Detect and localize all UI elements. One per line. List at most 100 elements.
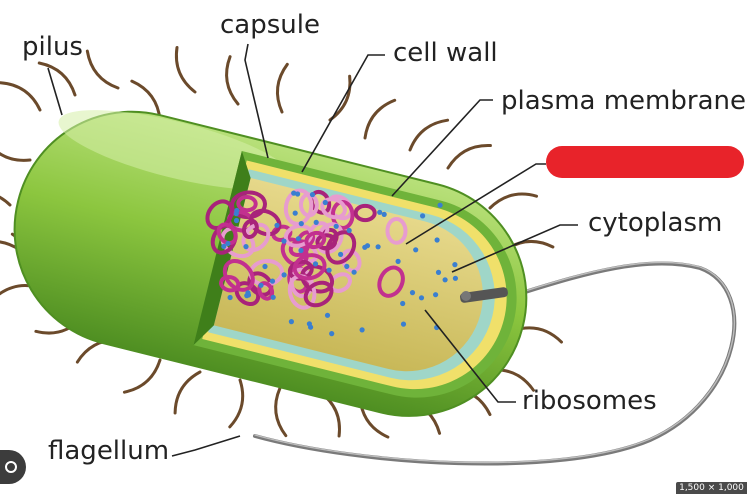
dna-loop <box>283 223 314 248</box>
ribosome <box>292 210 298 216</box>
label-cytoplasm: cytoplasm <box>588 208 723 238</box>
ribosome <box>281 272 287 278</box>
ribosome <box>409 290 416 296</box>
dna-loop <box>325 230 357 265</box>
ribosome <box>274 222 280 228</box>
ribosome <box>312 261 319 267</box>
pilus <box>85 49 120 90</box>
pilus <box>363 98 397 140</box>
dna-loop <box>205 199 234 230</box>
ribosome <box>326 267 332 273</box>
ribosome <box>346 227 352 234</box>
dna-loop <box>249 208 282 237</box>
pilus <box>328 74 352 122</box>
pilus <box>228 378 245 429</box>
pilus <box>274 386 288 438</box>
ribosome <box>400 300 406 307</box>
ribosome <box>442 277 448 283</box>
dna-loop <box>377 265 405 298</box>
ribosome <box>413 247 419 253</box>
ribosome <box>434 237 440 243</box>
dna-loop <box>304 230 327 250</box>
ribosome <box>221 243 227 249</box>
ribosome <box>375 244 381 250</box>
pilus <box>174 46 197 94</box>
ribosome <box>344 263 350 269</box>
ribosome <box>288 319 294 325</box>
ribosome <box>291 190 297 196</box>
ribosome <box>243 244 249 250</box>
ribosome <box>452 275 458 281</box>
ribosome <box>377 209 383 215</box>
ribosome <box>433 292 439 298</box>
ribosome <box>418 295 425 301</box>
ribosome <box>359 327 365 333</box>
dna-loop <box>216 222 238 246</box>
pilus <box>0 151 32 162</box>
pilus <box>122 358 162 394</box>
pilus <box>225 55 240 106</box>
ribosome <box>309 192 316 198</box>
ribosome <box>234 207 240 214</box>
ribosome <box>435 269 442 275</box>
ribosome <box>225 240 231 247</box>
dna-loop <box>320 197 347 220</box>
ribosome <box>298 221 304 227</box>
dna-loop <box>303 280 334 308</box>
ribosome <box>281 238 287 244</box>
dna-loop <box>241 218 259 240</box>
flagellum-hook <box>460 287 508 303</box>
pilus <box>488 192 539 210</box>
ribosome <box>324 312 331 318</box>
pilus <box>173 370 202 415</box>
ribosome <box>233 217 240 224</box>
ribosome <box>420 213 426 219</box>
ribosome <box>270 294 276 300</box>
pilus <box>0 195 12 207</box>
dna-loop <box>385 217 408 245</box>
dna-loop <box>222 258 255 292</box>
google-lens-button[interactable] <box>0 450 26 484</box>
ribosome <box>364 243 371 249</box>
ribosome <box>269 278 276 284</box>
ribosome <box>395 258 401 264</box>
label-pilus: pilus <box>22 32 83 62</box>
dna-loop <box>353 203 377 223</box>
leader-lines <box>47 43 578 457</box>
ribosome <box>322 199 328 206</box>
ribosome <box>351 269 357 275</box>
ribosome <box>452 262 458 268</box>
lens-icon <box>5 461 17 473</box>
label-ribosomes: ribosomes <box>522 386 657 416</box>
ribosome <box>298 247 304 254</box>
image-size-badge: 1,500 × 1,000 <box>676 482 747 494</box>
ribosome <box>258 282 264 288</box>
ribosome <box>262 263 268 270</box>
pilus <box>37 61 77 97</box>
ribosome <box>338 251 344 257</box>
ribosome <box>295 191 301 197</box>
ribosome <box>245 290 251 296</box>
ribosome <box>306 321 312 327</box>
label-flagellum: flagellum <box>48 436 170 466</box>
ribosome <box>333 223 339 229</box>
pilus <box>446 144 492 170</box>
ribosome <box>400 321 407 327</box>
redaction-mark <box>546 146 744 178</box>
ribosome <box>313 219 319 225</box>
pilus <box>275 62 289 114</box>
ribosome <box>381 211 387 217</box>
label-plasma-membrane: plasma membrane <box>501 86 746 116</box>
ribosome <box>295 236 301 242</box>
ribosome <box>227 294 233 301</box>
dna-loop <box>283 188 314 226</box>
dna-loop <box>292 253 327 281</box>
dna-loop <box>219 274 241 293</box>
ribosome <box>329 331 335 337</box>
dna-loop <box>236 194 258 213</box>
ribosome <box>437 202 443 208</box>
pilus <box>0 81 42 112</box>
label-capsule: capsule <box>220 10 320 40</box>
